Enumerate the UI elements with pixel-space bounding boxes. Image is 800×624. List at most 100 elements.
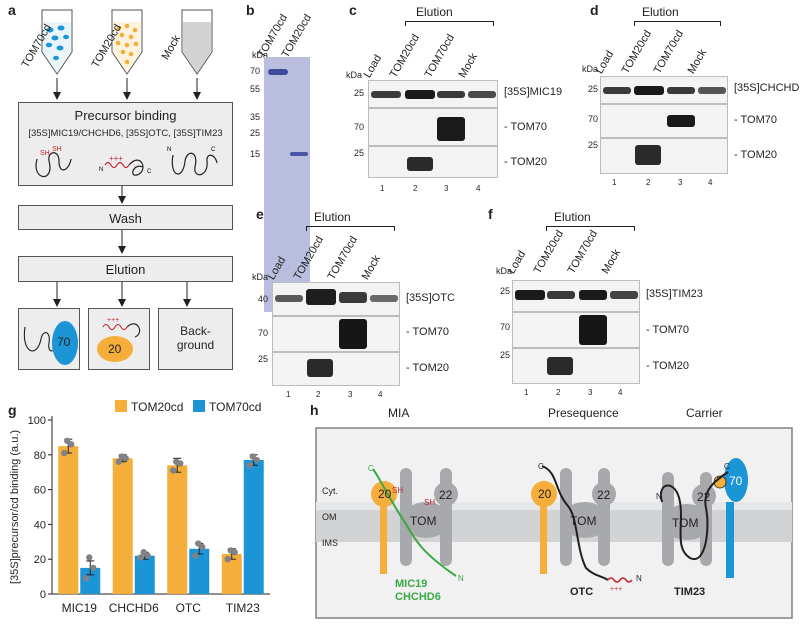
bar-TOM20cd-OTC xyxy=(167,465,188,594)
otc-c-terminus: C xyxy=(538,462,544,471)
e-elution-tick-left xyxy=(306,226,307,231)
legend-swatch-TOM20cd xyxy=(115,400,127,412)
mia-tom22-label: 22 xyxy=(439,488,453,502)
e-lane-tom70: TOM70cd xyxy=(325,234,361,282)
f-elution-bracket xyxy=(546,226,634,227)
point-TOM20cd-OTC-0 xyxy=(170,467,177,474)
f-blot-tim23 xyxy=(512,280,640,312)
point-TOM20cd-MIC19-2 xyxy=(64,437,71,445)
d-row-chchd6: [35S]CHCHD6 xyxy=(734,82,800,94)
otc-presequence-charge: +++ xyxy=(610,586,623,593)
otc-n-terminus: N xyxy=(636,574,642,583)
point-TOM70cd-OTC-2 xyxy=(195,540,202,547)
y-tick-label-3: 60 xyxy=(34,485,46,497)
d-kda: kDa xyxy=(582,64,599,74)
e-mw-1: 40 xyxy=(257,294,268,304)
presequence-complex xyxy=(531,465,633,583)
c-lane-load: Load xyxy=(361,52,385,80)
bar-TOM70cd-TIM23 xyxy=(243,460,264,594)
f-lane-tom70: TOM70cd xyxy=(565,228,601,276)
e-blot-tom70 xyxy=(272,316,400,352)
preseq-tom22-label: 22 xyxy=(597,488,611,502)
e-lane-number-1: 1 xyxy=(286,390,291,399)
carrier-tom22-label: 22 xyxy=(697,490,711,504)
e-kda: kDa xyxy=(252,272,269,282)
point-TOM20cd-TIM23-0 xyxy=(224,556,231,563)
c-mic19-band-1 xyxy=(371,91,401,98)
f-tom20-band xyxy=(547,357,573,375)
c-lane-number-2: 2 xyxy=(413,184,418,193)
wash-label: Wash xyxy=(109,211,142,226)
d-tom70-band xyxy=(667,115,695,127)
f-row-tom70: - TOM70 xyxy=(646,324,689,336)
c-blot-tom20 xyxy=(368,146,498,178)
e-blot-tom20 xyxy=(272,352,400,386)
x-tick-label-OTC: OTC xyxy=(176,601,202,615)
d-chchd6-band-3 xyxy=(667,87,695,94)
bar-TOM70cd-CHCHD6 xyxy=(134,555,155,594)
point-TOM20cd-CHCHD6-2 xyxy=(118,453,125,460)
c-tom70-band xyxy=(437,117,465,141)
e-lane-number-3: 3 xyxy=(348,390,353,399)
point-TOM20cd-TIM23-2 xyxy=(227,547,234,554)
bar-TOM20cd-TIM23 xyxy=(221,553,242,594)
phospho-label: P xyxy=(717,476,722,483)
c-elution-bracket xyxy=(405,21,493,22)
h-title-carrier: Carrier xyxy=(686,406,723,420)
f-tim23-band-4 xyxy=(610,291,638,299)
e-lane-mock: Mock xyxy=(359,253,384,282)
e-lane-number-2: 2 xyxy=(316,390,321,399)
d-mw-3: 25 xyxy=(587,140,598,150)
mia-complex xyxy=(371,468,458,577)
f-mw-1: 25 xyxy=(499,286,510,296)
f-elution-tick-left xyxy=(546,226,547,231)
c-kda: kDa xyxy=(346,70,363,80)
e-row-tom20: - TOM20 xyxy=(406,362,449,374)
d-mw-2: 70 xyxy=(587,114,598,124)
d-elution-bracket xyxy=(634,21,720,22)
c-elution-label: Elution xyxy=(416,5,453,19)
e-otc-band-3 xyxy=(339,292,367,303)
svg-text:SH: SH xyxy=(40,150,50,157)
f-lane-number-1: 1 xyxy=(524,388,529,397)
coomassie-gel xyxy=(264,57,310,312)
tom20-result-label: 20 xyxy=(108,342,122,356)
substrate-otc: OTC xyxy=(570,586,594,598)
wash-box: Wash xyxy=(18,205,233,230)
sh-label-2: SH xyxy=(424,498,436,507)
f-lane-number-2: 2 xyxy=(556,388,561,397)
e-elution-bracket xyxy=(306,226,394,227)
layer-cyt: Cyt. xyxy=(322,486,339,496)
c-blot-tom70 xyxy=(368,108,498,146)
x-tick-label-CHCHD6: CHCHD6 xyxy=(109,601,159,615)
mia-c-terminus: C xyxy=(368,464,374,473)
c-lane-number-3: 3 xyxy=(444,184,449,193)
tubes-illustration xyxy=(41,9,213,75)
mia-substrate-chchd6: CHCHD6 xyxy=(395,591,441,603)
c-lane-number-1: 1 xyxy=(380,184,385,193)
h-title-mia: MIA xyxy=(388,406,410,420)
gel-marker-55: 55 xyxy=(249,84,260,94)
f-tim23-band-1 xyxy=(515,290,545,300)
e-otc-band-2 xyxy=(306,289,336,305)
point-TOM20cd-CHCHD6-0 xyxy=(115,458,122,465)
bar-TOM70cd-OTC xyxy=(189,548,210,594)
c-row-tom70: - TOM70 xyxy=(504,121,547,133)
c-row-tom20: - TOM20 xyxy=(504,156,547,168)
f-elution-label: Elution xyxy=(554,210,591,224)
svg-text:N: N xyxy=(99,167,103,173)
background-label: Back- ground xyxy=(176,324,215,352)
point-TOM70cd-MIC19-1 xyxy=(90,564,97,572)
gel-marker-35: 35 xyxy=(249,112,260,122)
point-TOM70cd-TIM23-2 xyxy=(249,453,256,460)
c-lane-tom20: TOM20cd xyxy=(387,32,423,80)
y-tick-label-2: 40 xyxy=(34,519,46,531)
tom-model-diagram xyxy=(315,427,793,619)
carrier-tom-label: TOM xyxy=(672,516,699,530)
c-mw-2: 70 xyxy=(353,122,364,132)
f-tom70-band xyxy=(579,315,607,345)
tim23-c-terminus: C xyxy=(724,462,730,471)
c-mw-3: 25 xyxy=(353,148,364,158)
